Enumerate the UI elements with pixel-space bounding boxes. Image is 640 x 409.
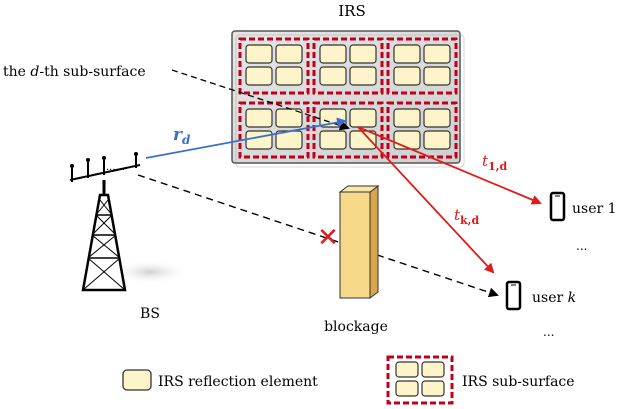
irs-reflection-element	[423, 66, 451, 86]
tkd-label: tk,d	[454, 206, 479, 227]
legend-subsurface-swatch	[386, 355, 454, 405]
blocked-x-icon: ✕	[317, 223, 339, 253]
irs-reflection-element	[275, 44, 303, 64]
legend: IRS reflection element IRS sub-surface	[122, 355, 575, 405]
irs-reflection-element	[245, 44, 273, 64]
irs-reflection-element	[349, 66, 377, 86]
userk-label: user k	[532, 290, 576, 306]
bs-label: BS	[140, 306, 160, 322]
ellipsis-1: ...	[576, 239, 587, 253]
rd-link	[145, 117, 347, 159]
subsurface-label: the d-th sub-surface	[3, 64, 146, 80]
irs-reflection-element	[393, 130, 421, 150]
irs-subsurface	[386, 37, 458, 95]
irs-reflection-element	[319, 130, 347, 150]
irs-subsurface	[312, 37, 384, 95]
irs-subsurface	[386, 101, 458, 159]
irs-panel	[231, 30, 465, 168]
tkd-link	[357, 126, 495, 274]
irs-reflection-element	[393, 66, 421, 86]
subsurface-pointer	[171, 69, 350, 131]
irs-reflection-element	[349, 130, 377, 150]
irs-reflection-element	[349, 108, 377, 128]
irs-reflection-element	[245, 66, 273, 86]
irs-reflection-element	[423, 44, 451, 64]
ellipsis-2: ...	[543, 325, 554, 339]
irs-reflection-element	[245, 130, 273, 150]
userk-phone-icon	[505, 280, 522, 311]
svg-text:......: ......	[106, 162, 125, 173]
irs-reflection-element	[423, 130, 451, 150]
irs-reflection-element	[349, 44, 377, 64]
legend-element-label: IRS reflection element	[158, 374, 318, 390]
irs-subsurface	[238, 101, 310, 159]
user1-label: user 1	[572, 201, 617, 217]
rd-label: rd	[173, 125, 191, 147]
legend-element-swatch	[122, 369, 152, 391]
irs-reflection-element	[319, 44, 347, 64]
irs-reflection-element	[245, 108, 273, 128]
irs-subsurface	[238, 37, 310, 95]
irs-reflection-element	[319, 66, 347, 86]
irs-reflection-element	[393, 108, 421, 128]
irs-reflection-element	[275, 66, 303, 86]
irs-reflection-element	[423, 108, 451, 128]
blockage-label: blockage	[324, 319, 388, 335]
bs-tower-icon: ......	[69, 152, 190, 292]
irs-reflection-element	[393, 44, 421, 64]
irs-title: IRS	[338, 2, 366, 20]
blockage-block	[338, 185, 380, 299]
direct-link-blocked	[137, 174, 499, 298]
t1d-label: t1,d	[482, 152, 508, 173]
t1d-link	[357, 126, 542, 205]
legend-subsurface-label: IRS sub-surface	[462, 374, 575, 390]
user1-phone-icon	[549, 191, 566, 222]
irs-subsurface	[312, 101, 384, 159]
